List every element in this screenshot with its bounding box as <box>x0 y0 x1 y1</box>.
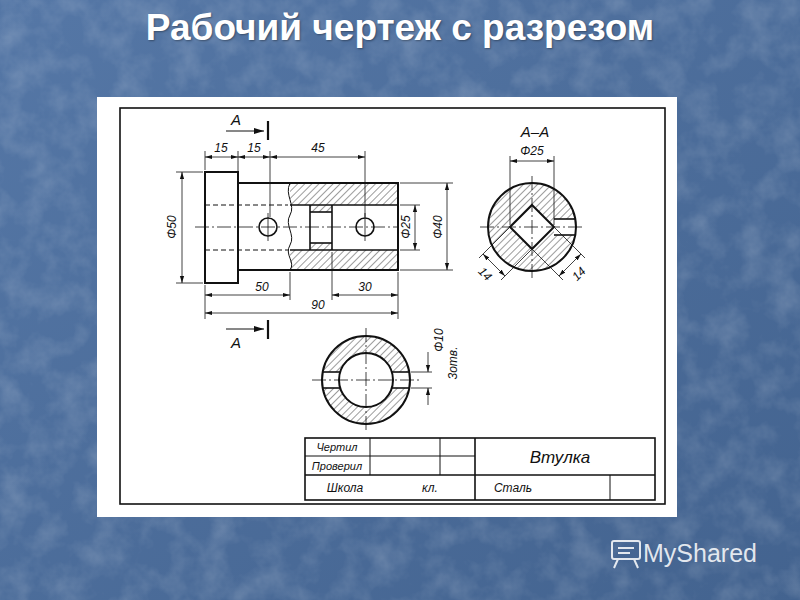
drawing-frame <box>120 108 665 504</box>
title-block-cell: Чертил <box>315 442 358 453</box>
section-letter: A <box>230 112 242 127</box>
dimension-value: Φ10 <box>433 327 445 352</box>
dimension-value: Φ50 <box>166 214 178 239</box>
front-view <box>195 172 398 283</box>
section-a-a <box>479 156 585 280</box>
dimension-value: Φ40 <box>432 214 444 239</box>
watermark: MyShared <box>642 541 758 566</box>
dimension-value: Φ25 <box>519 145 544 157</box>
dimension-value: 30 <box>357 281 372 293</box>
title-block-cell: Проверил <box>311 461 363 472</box>
dimension-value: 45 <box>310 142 325 154</box>
dimension-value: 14 <box>475 264 494 283</box>
paper-sheet <box>97 97 677 517</box>
section-title: А–А <box>520 124 550 139</box>
dimension-note: 3отв. <box>447 346 459 381</box>
dimension-value: Φ25 <box>400 214 412 239</box>
bottom-section <box>312 328 432 432</box>
dimension-value: 15 <box>213 142 228 154</box>
title-block-cell: кл. <box>421 482 439 494</box>
dimension-value: 15 <box>246 142 261 154</box>
title-block <box>305 438 655 500</box>
section-mark <box>226 121 268 339</box>
title-block-cell: Школа <box>326 482 365 494</box>
part-name: Втулка <box>529 449 592 466</box>
watermark-icon <box>612 541 640 568</box>
slide-title: Рабочий чертеж с разрезом <box>0 8 800 49</box>
section-letter: A <box>230 335 242 350</box>
title-block-cell: Сталь <box>493 482 533 494</box>
dimension-value: 50 <box>254 281 269 293</box>
dimension-lines <box>176 151 453 319</box>
dimension-value: 90 <box>310 299 325 311</box>
dimension-value: 14 <box>569 264 588 283</box>
